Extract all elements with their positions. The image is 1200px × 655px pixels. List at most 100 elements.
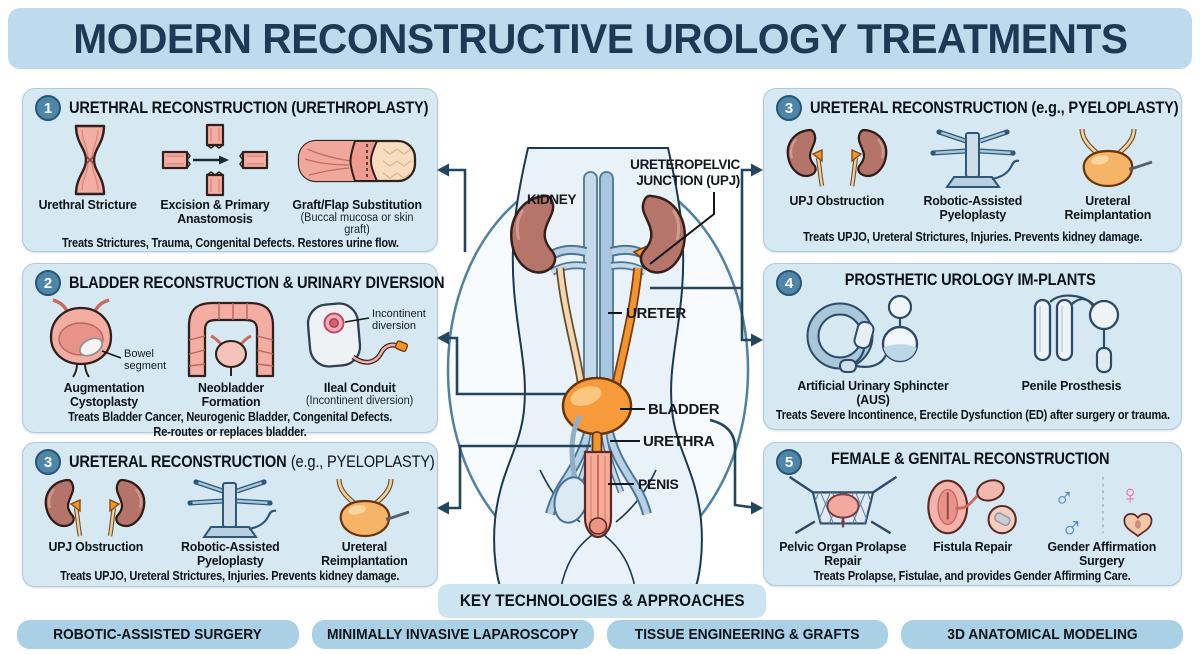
treatment-item: Urethral Stricture	[33, 123, 143, 212]
robotic-surgery-icon	[187, 479, 277, 538]
item-label: Gender Affirmation Surgery	[1047, 539, 1157, 569]
ileal-conduit-icon: Incontinent diversion	[306, 302, 426, 368]
badge-number: 3	[43, 453, 53, 471]
panel-items: Urethral Stricture	[23, 121, 437, 236]
item-label: Ileal Conduit	[324, 380, 396, 395]
kidneys	[510, 194, 686, 274]
anastomosis-icon	[161, 123, 269, 197]
item-label: Augmentation Cystoplasty	[63, 380, 145, 410]
leg-contours	[539, 469, 657, 590]
item-label: Robotic-Assisted Pyeloplasty	[923, 193, 1022, 223]
ureteral-reimplantation-icon	[336, 478, 410, 538]
male-symbol: ♂	[1060, 509, 1083, 539]
treatment-item: Ureteral Reimplantation	[302, 477, 427, 569]
treatment-item: UPJ Obstruction	[33, 477, 158, 554]
label-upj-line2: JUNCTION (UPJ)	[636, 173, 740, 188]
treatment-item: Robotic-Assisted Pyeloplasty	[158, 477, 303, 569]
label-pointer-lines	[608, 192, 715, 485]
item-label: UPJ Obstruction	[789, 193, 885, 208]
incontinent-diversion-callout: Incontinent	[372, 308, 426, 320]
item-label: Excision & Primary Anastomosis	[160, 197, 270, 227]
panel-female-genital-reconstruction: 5 FEMALE & GENITAL RECONSTRUCTION Pelvic…	[763, 442, 1182, 586]
panel-header: 4 PROSTHETIC UROLOGY IM-PLANTS	[764, 264, 1181, 296]
pill-minimally-invasive-laparoscopy: MINIMALLY INVASIVE LAPAROSCOPY	[311, 620, 594, 649]
treatment-item: Fistula Repair	[912, 471, 1034, 554]
panel-title: URETHRAL RECONSTRUCTION (URETHROPLASTY)	[69, 98, 429, 117]
upj-obstruction-icon	[45, 478, 146, 537]
panel-header: 1 URETHRAL RECONSTRUCTION (URETHROPLASTY…	[23, 89, 437, 121]
anatomy-labels: KIDNEY URETEROPELVIC JUNCTION (UPJ) URET…	[527, 157, 741, 492]
panel-title: BLADDER RECONSTRUCTION & URINARY DIVERSI…	[69, 273, 445, 292]
panel-header: 5 FEMALE & GENITAL RECONSTRUCTION	[764, 443, 1181, 475]
panel-bladder-reconstruction: 2 BLADDER RECONSTRUCTION & URINARY DIVER…	[22, 263, 445, 439]
label-urethra: URETHRA	[643, 433, 715, 450]
connector-arrows	[437, 163, 763, 515]
augmentation-cystoplasty-icon: Bowel segment	[49, 298, 166, 378]
panel-footer: Treats Prolapse, Fistulae, and provides …	[814, 568, 1131, 583]
robotic-surgery-icon	[929, 129, 1019, 188]
key-technologies-header: KEY TECHNOLOGIES & APPROACHES	[438, 584, 766, 618]
panel-items: Pelvic Organ Prolapse Repair Fistula Rep…	[764, 469, 1181, 569]
badge-number: 5	[784, 453, 794, 471]
penis-illustration	[583, 450, 613, 539]
pill-robotic-assisted-surgery: ROBOTIC-ASSISTED SURGERY	[17, 620, 299, 649]
panel-number-badge: 3	[35, 449, 61, 475]
panel-items: Artificial Urinary Sphincter (AUS) Penil…	[764, 290, 1181, 408]
treatment-item: Incontinent diversion Ileal Conduit (Inc…	[287, 298, 433, 407]
penile-prosthesis-icon	[1033, 294, 1119, 374]
kidney-left-illustration	[510, 194, 557, 274]
key-technologies-title: KEY TECHNOLOGIES & APPROACHES	[459, 591, 745, 610]
item-label: UPJ Obstruction	[48, 539, 143, 554]
label-kidney: KIDNEY	[527, 192, 577, 207]
panel-ureteral-reconstruction-left: 3 URETERAL RECONSTRUCTION(e.g., PYELOPLA…	[22, 442, 438, 587]
badge-number: 3	[784, 99, 794, 117]
bowel-segment-callout: Bowel	[124, 348, 154, 360]
panel-items: UPJ Obstruction Robotic-Assisted Pyelopl…	[23, 475, 437, 569]
technology-pills-row: ROBOTIC-ASSISTED SURGERY MINIMALLY INVAS…	[17, 620, 1183, 649]
item-label: Graft/Flap Substitution	[292, 197, 422, 212]
item-label: Ureteral Reimplantation	[321, 539, 408, 569]
label-upj-line1: URETEROPELVIC	[630, 157, 740, 172]
panel-footer: Treats Bladder Cancer, Neurogenic Bladde…	[67, 409, 393, 439]
panel-number-badge: 2	[35, 270, 61, 296]
item-label: Fistula Repair	[932, 539, 1012, 554]
female-symbol: ♀	[1120, 479, 1140, 510]
artificial-urinary-sphincter-icon	[806, 294, 919, 373]
panel-footer: Treats UPJO, Ureteral Strictures, Injuri…	[60, 568, 400, 583]
panel-number-badge: 3	[776, 95, 802, 121]
badge-number: 4	[784, 274, 794, 292]
treatment-item: Robotic-Assisted Pyeloplasty	[900, 123, 1046, 223]
upj-obstruction-icon	[786, 128, 888, 187]
item-sublabel: (Buccal mucosa or skin graft)	[300, 212, 414, 237]
treatment-item: Ureteral Reimplantation	[1045, 123, 1171, 223]
gender-affirmation-icon: ♂ ♂ ♀	[1054, 476, 1153, 539]
svg-text:segment: segment	[124, 360, 166, 372]
item-label: Pelvic Organ Prolapse Repair	[779, 539, 907, 569]
pelvic-prolapse-repair-icon	[788, 475, 897, 535]
panel-header: 3 URETERAL RECONSTRUCTION(e.g., PYELOPLA…	[23, 443, 437, 475]
item-label: Penile Prosthesis	[1021, 378, 1122, 393]
treatment-item: Excision & Primary Anastomosis	[147, 123, 283, 227]
title-banner: MODERN RECONSTRUCTIVE UROLOGY TREATMENTS	[8, 8, 1192, 69]
item-label: Neobladder Formation	[197, 380, 265, 410]
treatment-item: Graft/Flap Substitution (Buccal mucosa o…	[287, 123, 427, 236]
panel-title: FEMALE & GENITAL RECONSTRUCTION	[831, 449, 1110, 468]
item-label: Robotic-Assisted Pyeloplasty	[180, 539, 280, 569]
panel-footer: Treats UPJO, Ureteral Strictures, Injuri…	[802, 230, 1143, 244]
treatment-item: Pelvic Organ Prolapse Repair	[774, 471, 912, 569]
pill-3d-anatomical-modeling: 3D ANATOMICAL MODELING	[901, 620, 1183, 649]
svg-text:diversion: diversion	[372, 320, 416, 332]
panel-prosthetic-urology: 4 PROSTHETIC UROLOGY IM-PLANTS Artificia…	[763, 263, 1182, 430]
item-label: Urethral Stricture	[38, 197, 138, 212]
panel-items: UPJ Obstruction Robotic-Assisted Pyelopl…	[764, 121, 1181, 230]
treatment-item: Artificial Urinary Sphincter (AUS)	[783, 292, 963, 408]
ureteral-reimplantation-icon	[1079, 128, 1153, 188]
label-penis: PENIS	[638, 476, 679, 492]
panel-footer: Treats Strictures, Trauma, Congenital De…	[61, 236, 399, 251]
badge-number: 1	[43, 99, 53, 117]
panel-number-badge: 1	[35, 95, 61, 121]
graft-flap-icon	[297, 139, 417, 183]
panel-number-badge: 5	[776, 449, 802, 475]
panel-title: URETERAL RECONSTRUCTION(e.g., PYELOPLAST…	[69, 452, 435, 471]
